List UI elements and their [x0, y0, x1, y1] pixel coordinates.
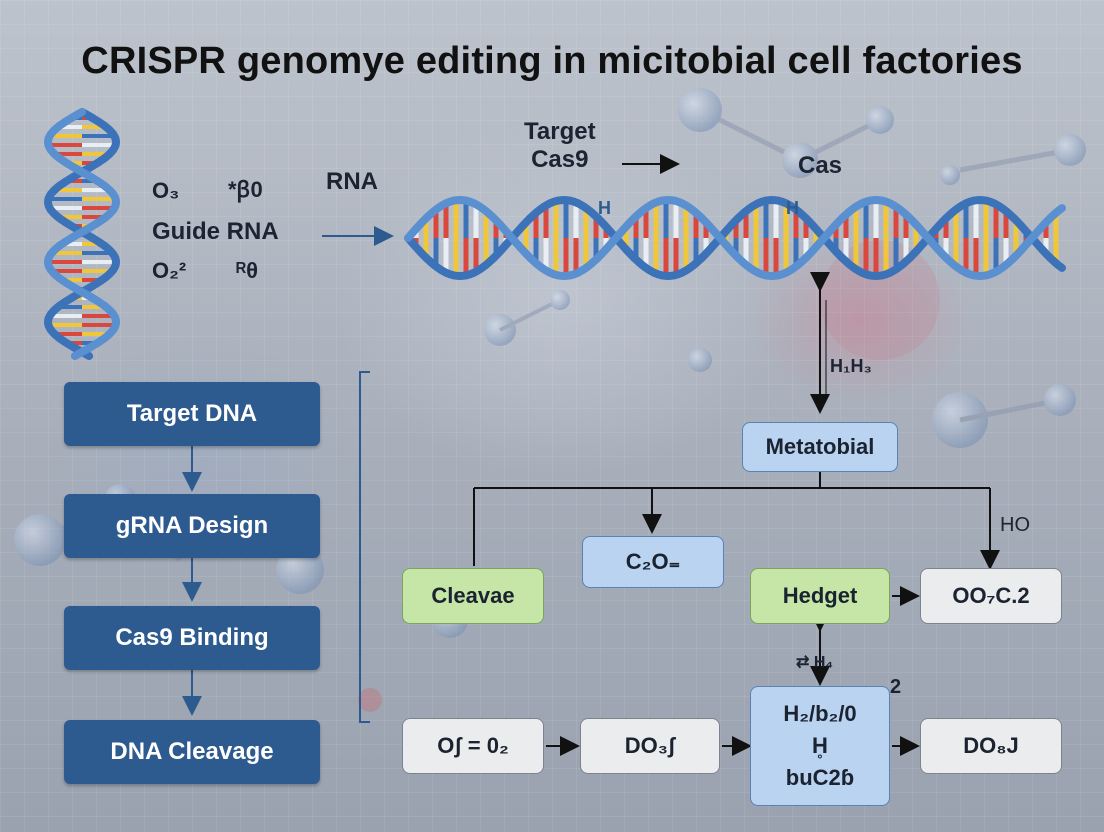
horizontal-dna-helix [404, 195, 1066, 281]
target-cas9-label: Target Cas9 [524, 118, 596, 174]
stack-node: H₂/b₂/0 H̥ buC2ɓ [750, 686, 890, 806]
do8j-node: DO₈J [920, 718, 1062, 774]
oo7c2-node: OO₇C.2 [920, 568, 1062, 624]
o-equation-node: Oʃ = 0₂ [402, 718, 544, 774]
h4-label: ⇄ H₄ [796, 654, 834, 671]
stack-line-3: buC2ɓ [785, 765, 855, 790]
h1h3-label: H₁H₃ [830, 356, 872, 376]
step-dna-cleavage: DNA Cleavage [64, 720, 320, 784]
formula-theta: ᴿθ [236, 258, 258, 283]
step-cas9-binding: Cas9 Binding [64, 606, 320, 670]
target-label: Target [524, 118, 596, 145]
h-label-left: H [598, 198, 611, 218]
stack-line-2: H̥ [812, 733, 828, 758]
rna-label: RNA [326, 168, 378, 195]
ho-label: HO [1000, 514, 1030, 536]
h-label-right: H [786, 198, 799, 218]
guide-rna-label: Guide RNA [152, 218, 279, 245]
cas9-label: Cas9 [531, 146, 589, 173]
formula-b0: *ꞵ0 [228, 177, 263, 202]
page-title: CRISPR genomye editing in micitobial cel… [81, 40, 1023, 82]
formula-o2: O₂² [152, 258, 187, 283]
formula-o3: O₃ [152, 178, 180, 203]
metabolic-node: Metatobial [742, 422, 898, 472]
helix-strand [43, 108, 121, 360]
helix-strand [404, 195, 1066, 281]
hedget-node: Hedget [750, 568, 890, 624]
background-molecules [14, 88, 1086, 712]
c2o-node: C₂O₌ [582, 536, 724, 588]
do3-node: DO₃ʃ [580, 718, 720, 774]
cas-label: Cas [798, 152, 843, 179]
step-grna-design: gRNA Design [64, 494, 320, 558]
bracket [359, 371, 370, 723]
vertical-dna-helix [43, 108, 121, 360]
number-2-label: 2 [890, 676, 902, 698]
helix-strand [404, 195, 1066, 281]
cleavage-node: Cleavae [402, 568, 544, 624]
stack-line-1: H₂/b₂/0 [783, 701, 857, 726]
step-target-dna: Target DNA [64, 382, 320, 446]
